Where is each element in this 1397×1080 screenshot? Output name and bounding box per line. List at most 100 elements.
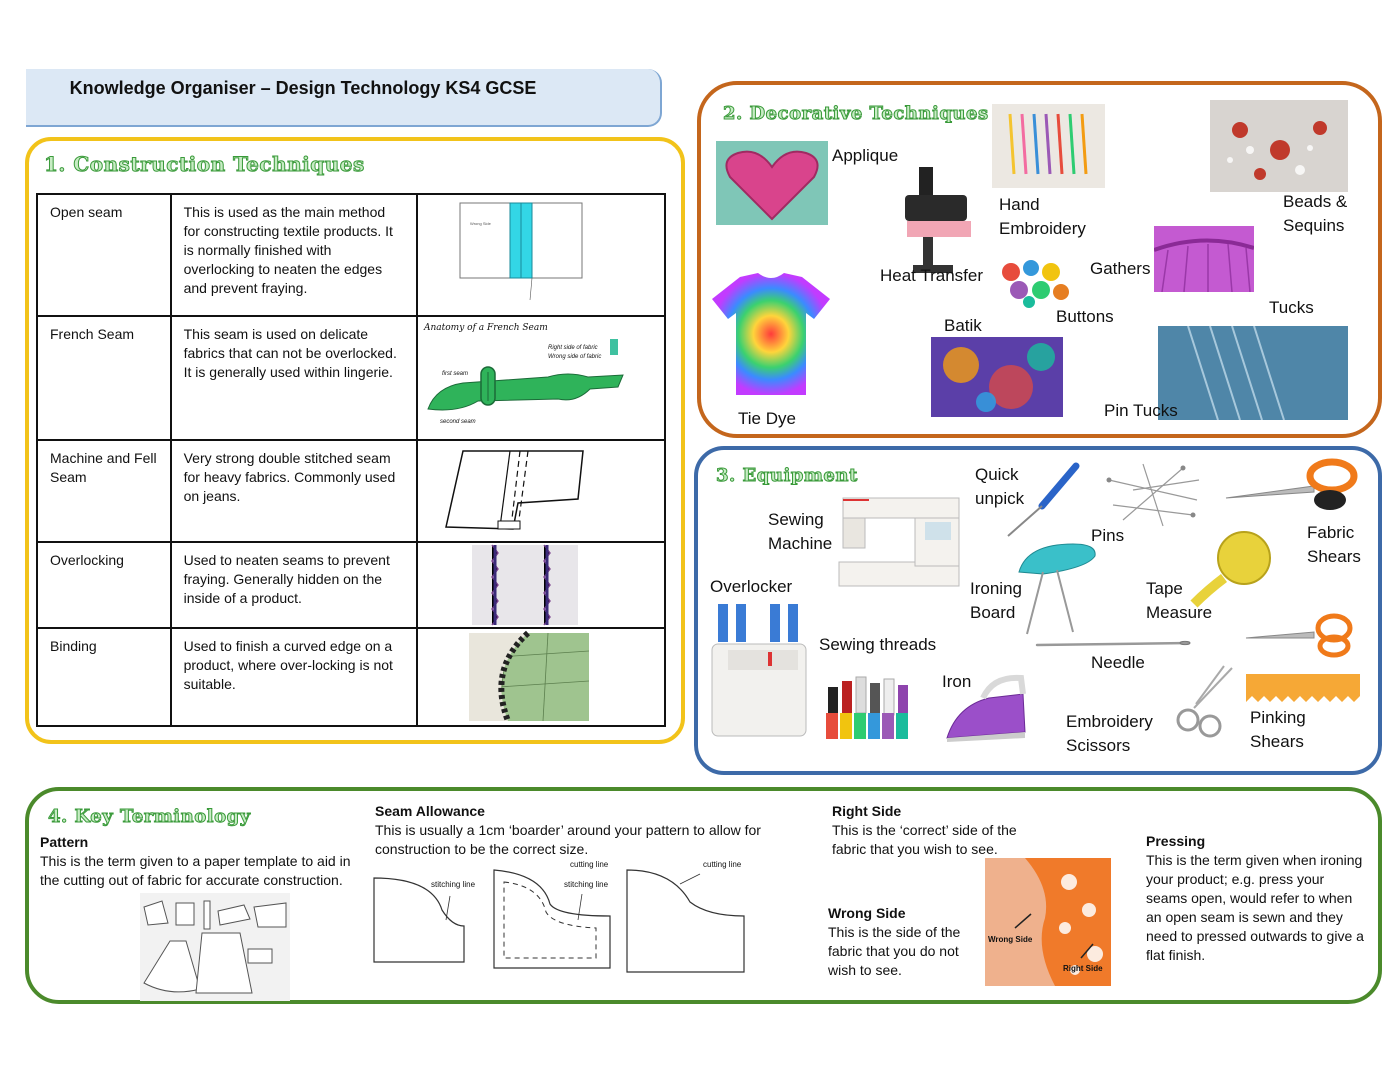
- iron-label: Iron: [942, 672, 972, 691]
- table-row: Machine and Fell Seam Very strong double…: [36, 439, 667, 543]
- beads-label: Beads & Sequins: [1283, 192, 1348, 235]
- seam-description: Used to neaten seams to prevent fraying.…: [169, 541, 418, 629]
- gathers-image: [1154, 226, 1254, 292]
- tape-measure-image: [1190, 531, 1271, 608]
- buttons-image: [1002, 260, 1069, 308]
- construction-table: Open seam This is used as the main metho…: [36, 193, 667, 727]
- pressing-text: This is the term given when ironing your…: [1146, 852, 1364, 963]
- tie-dye-label: Tie Dye: [738, 409, 796, 428]
- heat-transfer-label: Heat Transfer: [880, 266, 983, 285]
- tie-dye-image: [712, 273, 830, 395]
- ironing-board-label: Ironing Board: [970, 579, 1022, 622]
- gathers-label: Gathers: [1090, 259, 1151, 278]
- hand-embroidery-image: [992, 104, 1105, 188]
- cutting-line-label: cutting line: [570, 860, 609, 869]
- seam-name: Binding: [36, 627, 172, 727]
- fell-seam-diagram: [415, 439, 667, 543]
- page-title: Knowledge Organiser – Design Technology …: [69, 78, 537, 98]
- tape-measure-label: Tape Measure: [1146, 579, 1213, 622]
- right-side-text: This is the ‘correct’ side of the fabric…: [832, 822, 1017, 857]
- tucks-label: Tucks: [1269, 298, 1314, 317]
- seam-description: Used to finish a curved edge on a produc…: [169, 627, 418, 727]
- seam-name: Overlocking: [36, 541, 172, 629]
- pins-image: [1106, 463, 1200, 527]
- beads-image: [1210, 100, 1348, 192]
- needle-image: [1035, 640, 1191, 647]
- equipment-panel: [694, 446, 1382, 775]
- wrong-side-heading: Wrong Side: [828, 905, 906, 921]
- equipment-title: 3. Equipment: [716, 465, 858, 487]
- fabric-shears-image: [1225, 458, 1358, 510]
- sewing-threads-label: Sewing threads: [819, 635, 937, 654]
- pins-label: Pins: [1091, 526, 1125, 545]
- decorative-panel: [697, 81, 1382, 438]
- first-seam-label: first seam: [441, 371, 468, 377]
- hand-embroidery-label: Hand Embroidery: [999, 195, 1086, 238]
- buttons-label: Buttons: [1056, 307, 1114, 326]
- second-seam-label: second seam: [439, 419, 476, 425]
- needle-label: Needle: [1091, 653, 1145, 672]
- seam-description: This seam is used on delicate fabrics th…: [169, 315, 418, 441]
- overlocking-photo: [415, 541, 667, 629]
- iron-image: [946, 674, 1026, 742]
- seam-description: This is used as the main method for cons…: [169, 193, 418, 317]
- ironing-board-image: [1018, 543, 1096, 635]
- svg-text:Wrong Side: Wrong Side: [470, 221, 492, 226]
- wrong-side-label: Wrong side of fabric: [547, 354, 602, 360]
- table-row: Open seam This is used as the main metho…: [36, 193, 667, 317]
- terminology-title: 4. Key Terminology: [48, 806, 251, 828]
- construction-title: 1. Construction Techniques: [44, 152, 365, 177]
- pin-tucks-image: [1158, 326, 1348, 420]
- heat-transfer-image: [905, 167, 971, 273]
- overlocker-image: [711, 604, 807, 737]
- pinking-shears-image: [1245, 613, 1353, 658]
- decorative-title: 2. Decorative Techniques: [723, 103, 989, 125]
- seam-name: French Seam: [36, 315, 172, 441]
- pattern-heading: Pattern: [40, 834, 89, 850]
- wrong-side-photo-label: Wrong Side: [988, 935, 1033, 944]
- batik-label: Batik: [944, 316, 982, 335]
- seam-allowance-heading: Seam Allowance: [375, 803, 485, 819]
- sewing-machine-image: [838, 497, 960, 587]
- pinking-shears-label: Pinking Shears: [1250, 708, 1306, 751]
- title-banner: Knowledge Organiser – Design Technology …: [26, 69, 662, 127]
- pattern-text: This is the term given to a paper templa…: [40, 853, 351, 888]
- right-side-photo-label: Right Side: [1063, 964, 1103, 973]
- table-row: Overlocking Used to neaten seams to prev…: [36, 541, 667, 629]
- stitching-line-label: stitching line: [431, 880, 476, 889]
- binding-photo: [415, 627, 667, 727]
- seam-description: Very strong double stitched seam for hea…: [169, 439, 418, 543]
- terminology-panel: [25, 787, 1382, 1004]
- open-seam-diagram: Wrong Side: [415, 193, 667, 317]
- wrong-side-text: This is the side of the fabric that you …: [828, 924, 961, 978]
- pinking-swatch-image: [1246, 674, 1360, 702]
- embroidery-scissors-image: [1176, 665, 1233, 738]
- seam-name: Open seam: [36, 193, 172, 317]
- pressing-heading: Pressing: [1146, 833, 1206, 849]
- seam-allowance-diagrams: [373, 869, 745, 973]
- quick-unpick-image: [1007, 462, 1080, 537]
- construction-panel: [25, 137, 685, 744]
- french-diagram-title: Anatomy of a French Seam: [423, 323, 548, 333]
- fabric-sides-image: [985, 858, 1111, 986]
- seam-allowance-text: This is usually a 1cm ‘boarder’ around y…: [375, 822, 761, 857]
- french-seam-diagram: Anatomy of a French Seam Right side of f…: [415, 315, 667, 441]
- right-side-label: Right side of fabric: [547, 345, 598, 351]
- batik-image: [931, 337, 1063, 417]
- fabric-shears-label: Fabric Shears: [1307, 523, 1361, 566]
- right-side-heading: Right Side: [832, 803, 902, 819]
- stitching-line-label: stitching line: [564, 880, 609, 889]
- applique-image: [716, 141, 828, 225]
- table-row: French Seam This seam is used on delicat…: [36, 315, 667, 441]
- sewing-machine-label: Sewing Machine: [768, 510, 833, 553]
- pattern-pieces-image: [140, 893, 290, 1001]
- cutting-line-label: cutting line: [703, 860, 742, 869]
- embroidery-scissors-label: Embroidery Scissors: [1066, 712, 1153, 755]
- table-row: Binding Used to finish a curved edge on …: [36, 627, 667, 727]
- seam-name: Machine and Fell Seam: [36, 439, 172, 543]
- pin-tucks-label: Pin Tucks: [1104, 401, 1178, 420]
- overlocker-label: Overlocker: [710, 577, 793, 596]
- sewing-threads-image: [826, 676, 908, 739]
- applique-label: Applique: [832, 146, 899, 165]
- quick-unpick-label: Quick unpick: [975, 465, 1025, 508]
